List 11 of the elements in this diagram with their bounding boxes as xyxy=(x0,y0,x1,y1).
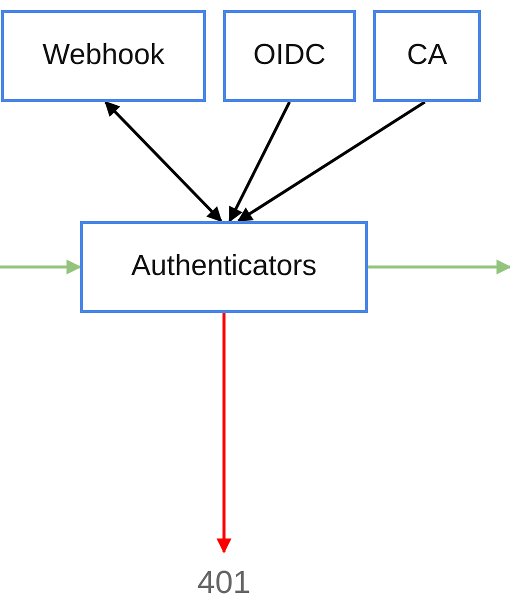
process-box: CA xyxy=(373,10,481,102)
process-box: OIDC xyxy=(223,10,356,102)
arrow xyxy=(216,313,232,554)
arrow xyxy=(0,260,82,274)
status-code: 401 xyxy=(184,552,264,606)
arrow xyxy=(368,260,510,274)
process-box: Webhook xyxy=(1,10,206,102)
arrow xyxy=(237,100,426,222)
process-box: Authenticators xyxy=(80,221,368,313)
arrow xyxy=(228,101,291,222)
arrow xyxy=(104,100,222,222)
